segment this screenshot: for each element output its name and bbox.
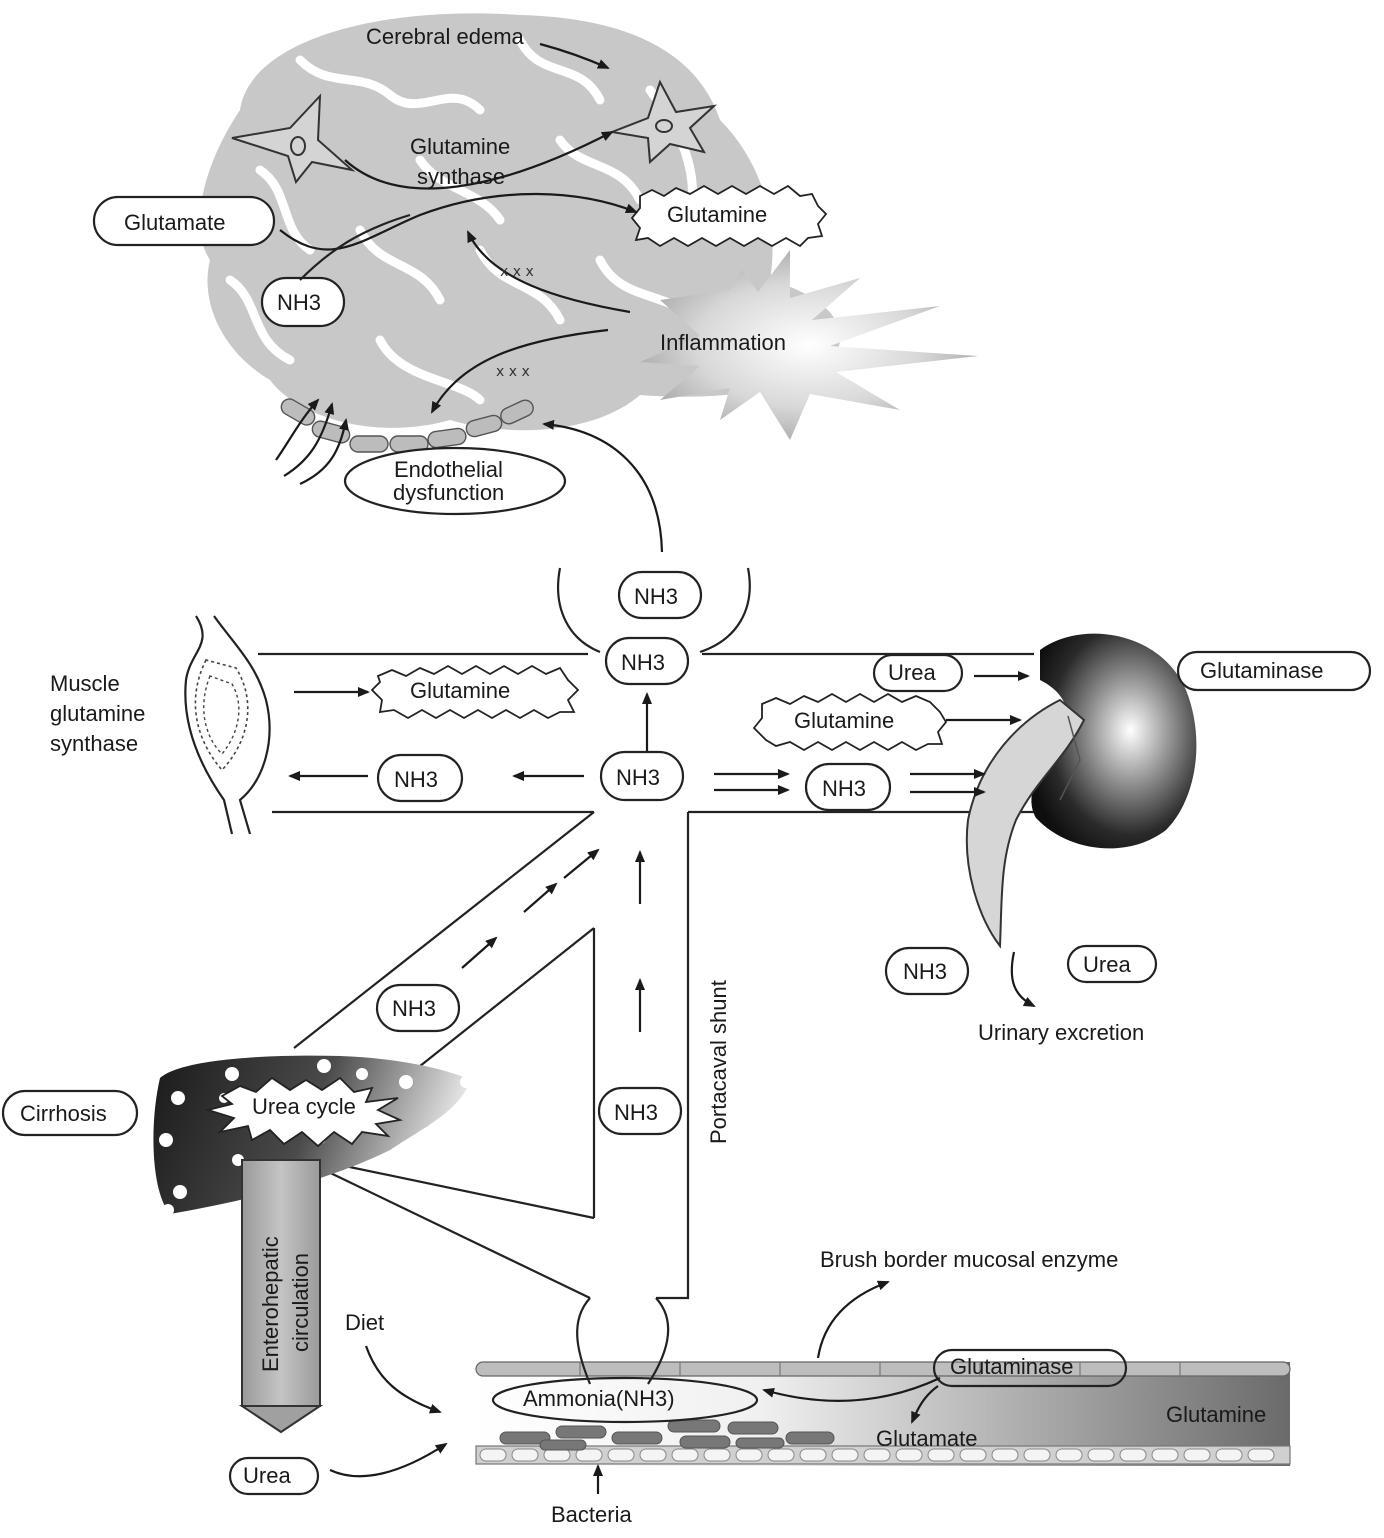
- muscle-label-3: synthase: [50, 731, 138, 756]
- nh3-top-outer-pill: [617, 570, 703, 620]
- urinary-excretion-arrow: [1010, 951, 1036, 1007]
- glutamate-to-glutamine-arrow: [279, 192, 638, 251]
- inflammation-block-marks-1: x x x: [500, 264, 534, 280]
- brush-border-label: Brush border mucosal enzyme: [820, 1247, 1118, 1272]
- endothelial-cell-chain: [280, 398, 534, 453]
- urea-cycle-label: Urea cycle: [252, 1094, 356, 1119]
- cerebral-edema-arrow: [539, 42, 610, 70]
- endothelial-arrow-2: [283, 402, 335, 477]
- endothelial-label-1: Endothelial: [394, 457, 503, 482]
- hepatic-flow-arrow-1: [461, 936, 498, 969]
- endothelial-arrow-1: [275, 398, 320, 461]
- inflammation-block-marks-2: x x x: [496, 364, 530, 380]
- inflammation-to-glutamine-arrow: [467, 230, 631, 314]
- glutamate-brain-pill: [92, 195, 276, 247]
- nh3-left-pill: [376, 753, 464, 803]
- nh3-top-inner-pill: [604, 636, 690, 686]
- cirrhosis-pill: [1, 1089, 139, 1137]
- urea-to-gut-arrow: [329, 1442, 448, 1478]
- shunt-wall: [656, 812, 690, 1300]
- portal-opening-right: [647, 1297, 670, 1385]
- endothelial-dysfunction-pill: [343, 446, 567, 516]
- nh3-shunt-label: NH3: [614, 1100, 658, 1125]
- endothelial-arrow-3: [299, 418, 349, 485]
- glutamine-gut-label: Glutamine: [1166, 1402, 1266, 1427]
- portal-to-gut: [315, 1165, 591, 1299]
- diet-arrow: [364, 1345, 442, 1414]
- portal-vein-lower: [315, 1158, 595, 1220]
- ammonia-gut-label: Ammonia(NH3): [523, 1386, 675, 1411]
- urea-kidney-out-label: Urea: [1083, 952, 1131, 977]
- urinary-excretion-label: Urinary excretion: [978, 1020, 1144, 1045]
- glutamine-kidney-label: Glutamine: [794, 708, 894, 733]
- inflammation-to-endothelium-arrow: [431, 328, 609, 414]
- glutaminase-gut-pill: [932, 1348, 1128, 1388]
- urea-cycle-burst: [204, 1076, 404, 1148]
- glutamate-brain-label: Glutamate: [124, 210, 226, 235]
- glutamine-synthase-label-1: Glutamine: [410, 134, 510, 159]
- glutamine-brain-label: Glutamine: [667, 202, 767, 227]
- hepatic-flow-arrow-2: [523, 882, 558, 913]
- glutaminase-kidney-pill: [1176, 650, 1372, 692]
- glutaminase-gut-label: Glutaminase: [950, 1354, 1074, 1379]
- astrocyte-swelling-arrow: [344, 131, 614, 190]
- nh3-kidney-out-pill: [884, 946, 970, 996]
- enterohepatic-label-1: Enterohepatic: [258, 1236, 283, 1372]
- glutamine-muscle-label: Glutamine: [410, 678, 510, 703]
- urea-kidney-pill: [872, 653, 964, 693]
- inflammation-label: Inflammation: [660, 330, 786, 355]
- bbb-right-arc: [699, 567, 751, 654]
- intestinal-mucosa: [475, 1361, 1291, 1466]
- nh3-kidney-out-label: NH3: [903, 959, 947, 984]
- urea-kidney-label: Urea: [888, 660, 936, 685]
- urea-gut-pill: [228, 1456, 320, 1496]
- enterohepatic-label-2: circulation: [288, 1253, 313, 1352]
- muscle-label-2: glutamine: [50, 701, 145, 726]
- nh3-diagonal-label: NH3: [392, 996, 436, 1021]
- ammonia-gut-pill: [491, 1376, 759, 1424]
- endothelial-label-2: dysfunction: [393, 480, 504, 505]
- diet-label: Diet: [345, 1310, 384, 1335]
- nh3-merge-line: [299, 213, 411, 281]
- portal-opening-left: [576, 1297, 592, 1385]
- glutaminase-to-glutamate-arrow: [910, 1385, 939, 1424]
- glutamine-muscle-burst: [370, 664, 580, 720]
- glutamine-brain-burst: [630, 184, 828, 248]
- nh3-center-label: NH3: [616, 765, 660, 790]
- nh3-right-pill: [804, 762, 892, 812]
- nh3-center-pill: [599, 750, 685, 802]
- nh3-to-brain-arrow: [542, 419, 664, 553]
- nh3-brain-label: NH3: [277, 290, 321, 315]
- bacteria-label: Bacteria: [551, 1502, 632, 1527]
- hepatic-vein-outer: [293, 811, 595, 1049]
- portacaval-shunt-label: Portacaval shunt: [706, 980, 731, 1144]
- glutaminase-to-ammonia-arrow: [762, 1377, 941, 1402]
- bbb-left-arc: [557, 567, 601, 654]
- brush-border-arrow: [816, 1280, 890, 1359]
- enterohepatic-arrow: [238, 1159, 324, 1434]
- glutamine-kidney-burst: [752, 692, 948, 752]
- hepatic-flow-arrow-3: [563, 848, 600, 879]
- glutamate-gut-label: Glutamate: [876, 1426, 978, 1451]
- glutaminase-kidney-label: Glutaminase: [1200, 658, 1324, 683]
- astrocyte-left-icon: [231, 93, 356, 185]
- urea-gut-label: Urea: [243, 1463, 291, 1488]
- hepatic-vein-inner: [409, 927, 595, 1075]
- kidney-icon: [965, 633, 1197, 949]
- nh3-diagonal-pill: [375, 983, 461, 1033]
- astrocyte-right-icon: [608, 79, 718, 165]
- inflammation-burst: [640, 250, 978, 440]
- muscle-label-1: Muscle: [50, 671, 120, 696]
- nh3-shunt-pill: [597, 1086, 683, 1136]
- cerebral-edema-label: Cerebral edema: [366, 24, 525, 49]
- glutamine-synthase-label-2: synthase: [417, 164, 505, 189]
- cirrhosis-label: Cirrhosis: [20, 1101, 107, 1126]
- nh3-top-inner-label: NH3: [621, 650, 665, 675]
- nh3-top-outer-label: NH3: [634, 584, 678, 609]
- nh3-right-label: NH3: [822, 776, 866, 801]
- muscle-fiber-icon: [184, 615, 271, 835]
- nh3-left-label: NH3: [394, 767, 438, 792]
- urea-kidney-out-pill: [1066, 944, 1158, 984]
